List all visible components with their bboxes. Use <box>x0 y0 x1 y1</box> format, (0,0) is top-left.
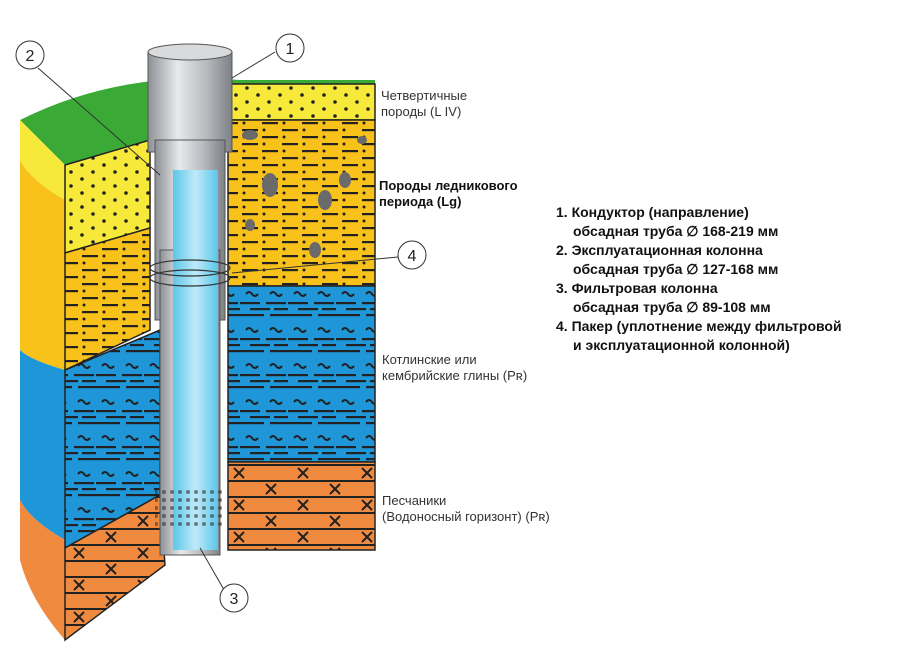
layer-label-quaternary: Четвертичные породы (L IV) <box>381 88 468 119</box>
legend-item-conductor: 1. Кондуктор (направление) обсадная труб… <box>556 204 779 239</box>
callouts: 1 2 3 4 <box>15 33 427 613</box>
conductor-pipe <box>147 51 233 153</box>
outer-clay <box>20 350 65 540</box>
legend: 1. Кондуктор (направление) обсадная труб… <box>556 203 842 355</box>
callout-4 <box>397 240 427 270</box>
right-cut-face <box>227 83 376 551</box>
outer-glacial <box>20 160 65 370</box>
outer-sandstone <box>20 500 65 640</box>
left-cut-face <box>64 138 166 642</box>
svg-text:1: 1 <box>286 41 295 58</box>
legend-item-filter: 3. Фильтровая колонна обсадная труба ∅ 8… <box>556 280 771 315</box>
casing-pipes <box>147 43 233 556</box>
packer-ring <box>149 259 231 277</box>
layer-label-glacial: Породы ледникового периода (Lg) <box>379 178 518 209</box>
callout-1 <box>275 33 305 63</box>
outer-quaternary <box>20 120 65 200</box>
filter-perforation <box>155 490 225 530</box>
water-column <box>173 170 218 550</box>
layer-label-clay: Котлинские или кембрийские глины (Pʀ) <box>382 352 528 383</box>
svg-text:2: 2 <box>26 48 35 65</box>
layer-label-sandstone: Песчаники (Водоносный горизонт) (Pʀ) <box>382 493 550 524</box>
svg-text:4: 4 <box>408 248 417 265</box>
legend-item-production: 2. Эксплуатационная колонна обсадная тру… <box>556 242 779 277</box>
rocks <box>242 130 367 258</box>
callout-3 <box>219 583 249 613</box>
svg-text:3: 3 <box>230 591 239 608</box>
legend-item-packer: 4. Пакер (уплотнение между фильтровой и … <box>556 318 842 353</box>
callout-2 <box>15 40 45 70</box>
